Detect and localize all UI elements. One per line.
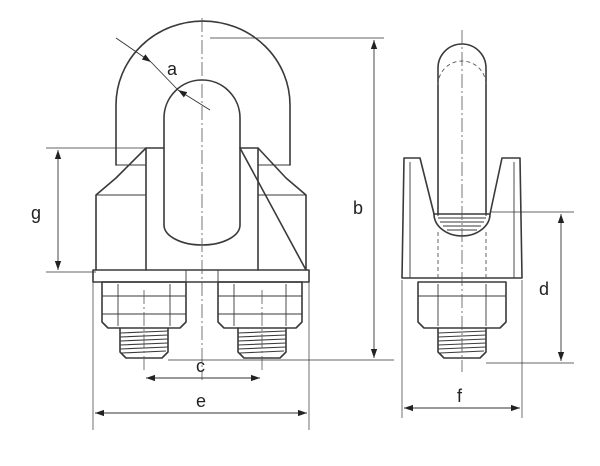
dimension-d: d [486,211,574,364]
u-bolt-leg [437,43,487,216]
label-a: a [167,59,178,79]
dimension-a: a [115,37,211,111]
label-d: d [539,279,549,299]
label-b: b [353,198,363,218]
u-bolt-outer [115,20,291,166]
saddle-body [95,147,307,271]
right-nut [217,281,303,329]
label-e: e [196,391,206,411]
dimension-c: c [146,356,260,382]
label-g: g [31,203,41,223]
dimension-e: e [92,282,310,430]
label-c: c [196,356,205,376]
label-f: f [457,386,463,406]
side-view [401,30,523,372]
u-bolt-slot [163,79,241,246]
front-view [92,18,310,380]
dimension-b: b [168,37,394,361]
dimension-f: f [401,280,523,418]
dimension-g: g [31,147,146,273]
saddle-base [92,269,310,283]
